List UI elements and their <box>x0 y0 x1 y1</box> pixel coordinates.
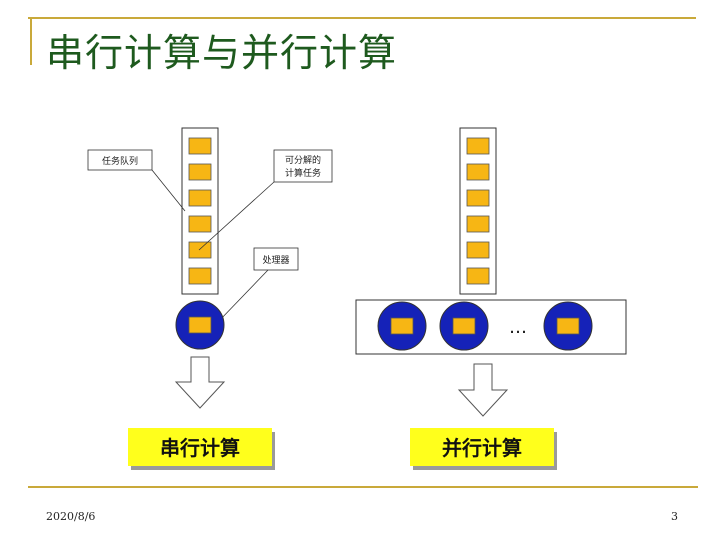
serial-processor-task <box>188 316 212 334</box>
parallel-processor-task <box>452 317 476 335</box>
parallel-label-box <box>410 428 554 466</box>
serial-label: 串行计算 <box>160 436 240 460</box>
callout-task-queue-label: 任务队列 <box>102 155 138 167</box>
serial-task-block <box>188 215 212 233</box>
serial-task-block <box>188 241 212 259</box>
serial-diagram: 任务队列 可分解的 计算任务 处理器 串行计算 <box>87 127 333 466</box>
parallel-diagram: … 并行计算 <box>355 127 627 466</box>
parallel-task-block <box>466 215 490 233</box>
parallel-task-block <box>466 163 490 181</box>
serial-task-block <box>188 189 212 207</box>
parallel-processor-task <box>390 317 414 335</box>
serial-task-block <box>188 267 212 285</box>
footer-date: 2020/8/6 <box>46 510 96 523</box>
serial-label-box <box>128 428 272 466</box>
parallel-down-arrow <box>457 363 509 417</box>
top-rule <box>28 17 696 19</box>
parallel-processor-task <box>556 317 580 335</box>
left-rule <box>30 17 32 65</box>
serial-task-block <box>188 163 212 181</box>
page-number: 3 <box>671 510 678 523</box>
serial-task-queue <box>181 127 219 295</box>
parallel-ellipsis: … <box>509 317 527 338</box>
callout-task-box <box>273 149 333 183</box>
callout-task-line <box>198 181 275 251</box>
parallel-label: 并行计算 <box>442 436 522 460</box>
bottom-rule <box>28 486 698 488</box>
callout-task-line1: 可分解的 <box>285 154 321 166</box>
callout-task-line2: 计算任务 <box>285 167 321 179</box>
serial-down-arrow <box>174 356 226 409</box>
callout-processor-box <box>253 247 299 271</box>
callout-processor-label: 处理器 <box>262 254 289 266</box>
serial-task-block <box>188 137 212 155</box>
callout-task-queue-box <box>87 149 153 171</box>
parallel-task-block <box>466 241 490 259</box>
parallel-task-queue <box>459 127 497 295</box>
callout-task-queue-line <box>151 169 186 212</box>
callout-processor-line <box>217 269 269 323</box>
parallel-task-block <box>466 267 490 285</box>
parallel-task-block <box>466 189 490 207</box>
slide-title: 串行计算与并行计算 <box>46 31 398 75</box>
parallel-task-block <box>466 137 490 155</box>
